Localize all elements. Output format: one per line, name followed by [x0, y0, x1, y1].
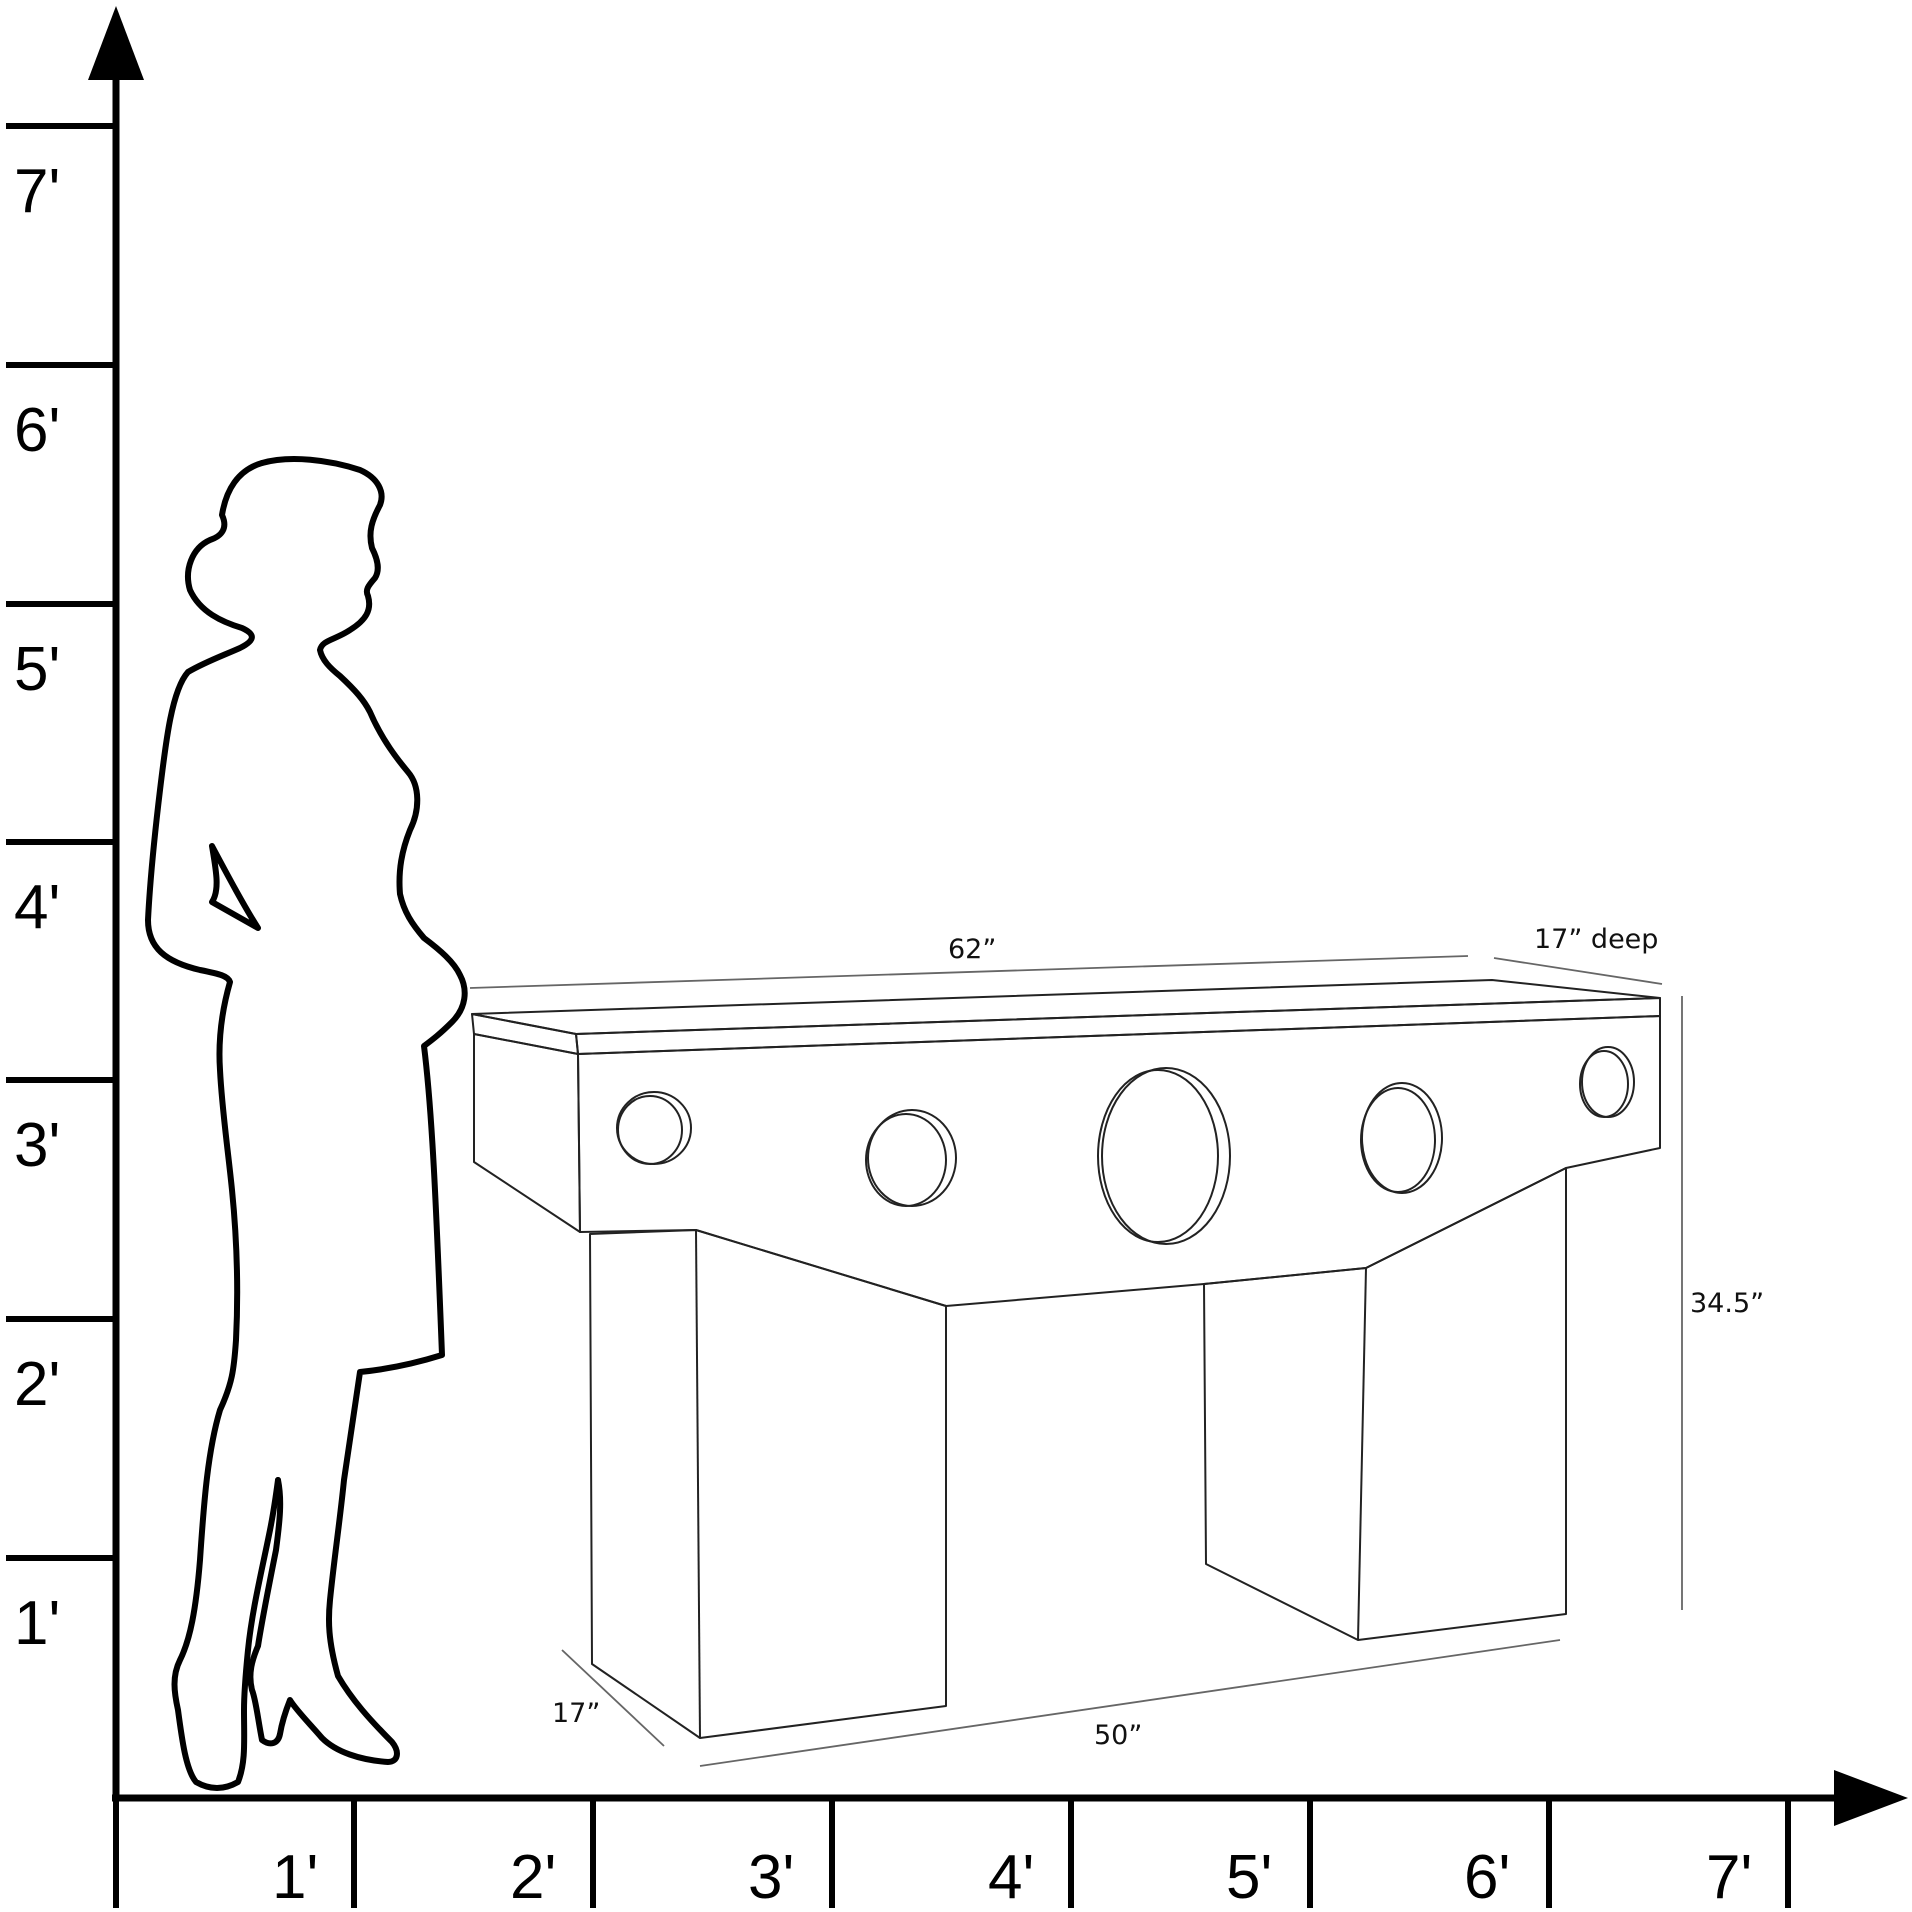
horizontal-ticks [113, 1798, 1791, 1908]
v-tick-label: 7' [14, 157, 60, 226]
dim-label-width-top: 62” [948, 934, 996, 965]
medallion [616, 1091, 692, 1165]
right-pedestal-edge [1357, 1267, 1367, 1641]
console-table-drawing [471, 979, 1661, 1739]
v-tick-label: 6' [14, 396, 60, 465]
dim-label-depth-top: 17” deep [1534, 924, 1658, 955]
medallion-inner [1360, 1087, 1436, 1193]
h-tick-label: 3' [748, 1843, 794, 1912]
h-tick-label: 2' [510, 1843, 556, 1912]
dim-line-depth-top [1493, 957, 1663, 985]
table-medallions [616, 1046, 1635, 1245]
horizontal-tick-labels: 1' 2' 3' 4' 5' 6' 7' [272, 1843, 1752, 1912]
table-apron-front [577, 1015, 1661, 1307]
dim-label-height: 34.5” [1690, 1288, 1764, 1319]
vertical-axis-arrow-icon [88, 6, 144, 80]
vertical-tick-labels: 1' 2' 3' 4' 5' 6' 7' [14, 157, 60, 1658]
dim-line-depth-base [561, 1649, 665, 1747]
v-tick-label: 3' [14, 1111, 60, 1180]
woman-silhouette-outline [145, 460, 281, 1791]
v-tick-label: 1' [14, 1589, 60, 1658]
medallion-inner [865, 1113, 947, 1207]
table-top-side-edge [575, 997, 1661, 1055]
h-tick-label: 1' [272, 1843, 318, 1912]
left-pedestal [589, 1229, 947, 1739]
v-tick-label: 4' [14, 873, 60, 942]
v-tick-label: 5' [14, 635, 60, 704]
h-tick-label: 6' [1464, 1843, 1510, 1912]
medallion-inner [1579, 1050, 1629, 1118]
horizontal-axis-arrow-icon [1834, 1770, 1908, 1826]
h-tick-label: 5' [1226, 1843, 1272, 1912]
vertical-ticks [6, 123, 116, 1561]
left-pedestal-edge [695, 1229, 701, 1739]
table-top-surface [471, 979, 1661, 1035]
woman-silhouette-outline-front [247, 456, 468, 1765]
table-top-front-edge [471, 1013, 579, 1055]
dim-label-depth-base: 17” [552, 1698, 600, 1729]
dimension-lines [469, 955, 1683, 1767]
h-tick-label: 4' [988, 1843, 1034, 1912]
woman-arm-gap [209, 843, 261, 931]
medallion-inner [617, 1095, 683, 1165]
dim-line-width-base [699, 1639, 1561, 1767]
table-apron-side [473, 1033, 581, 1233]
v-tick-label: 2' [14, 1350, 60, 1419]
medallion-inner [1097, 1069, 1219, 1243]
dimension-labels: 62” 17” deep 34.5” 17” 50” [552, 924, 1764, 1751]
woman-silhouette-icon [145, 456, 468, 1791]
dim-line-width-top [469, 955, 1469, 989]
dim-label-width-base: 50” [1094, 1720, 1142, 1751]
h-tick-label: 7' [1706, 1843, 1752, 1912]
right-pedestal [1203, 1167, 1567, 1641]
axes: 1' 2' 3' 4' 5' 6' 7' 1' 2' 3' 4' 5' 6' 7… [6, 6, 1908, 1912]
medallion [1101, 1067, 1231, 1245]
